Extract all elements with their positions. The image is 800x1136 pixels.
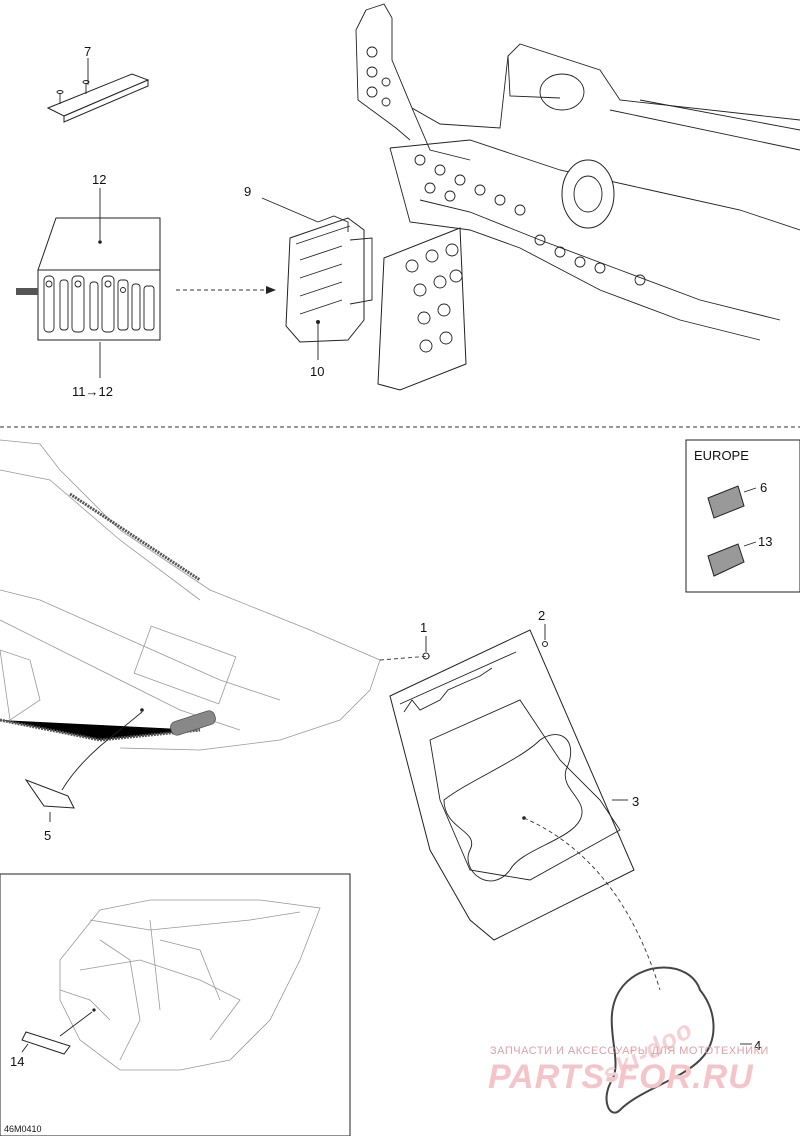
callout-13: 13 <box>758 534 772 549</box>
europe-inset: EUROPE 6 13 <box>685 439 800 593</box>
part-7-bracket <box>46 58 150 123</box>
callout-6: 6 <box>760 480 767 495</box>
part-2-screw <box>542 641 548 647</box>
part-14-strip <box>21 1031 71 1055</box>
callout-2: 2 <box>538 608 545 623</box>
callout-11-12: 11→12 <box>72 384 113 399</box>
drawing-code: 46M0410 <box>4 1124 42 1134</box>
chassis-frame-top <box>355 3 800 391</box>
part-6-decal <box>707 485 745 519</box>
watermark: ЗАПЧАСТИ И АКСЕССУАРЫ ДЛЯ МОТОТЕХНИКИ PA… <box>488 1045 769 1096</box>
callout-9: 9 <box>244 184 251 199</box>
part-13-decal <box>707 543 745 577</box>
callout-12: 12 <box>92 172 106 187</box>
europe-label: EUROPE <box>694 448 749 463</box>
tunnel-frame <box>0 439 381 751</box>
callout-4: 4 <box>754 1038 761 1053</box>
callout-7: 7 <box>84 44 91 59</box>
callout-10: 10 <box>310 364 324 379</box>
callout-5: 5 <box>44 828 51 843</box>
callout-1: 1 <box>420 620 427 635</box>
part-1-rivet <box>422 652 430 660</box>
inset-bottom-left <box>0 873 351 1136</box>
part-12-tool-kit <box>16 217 161 341</box>
callout-14: 14 <box>10 1054 24 1069</box>
watermark-subtitle: ЗАПЧАСТИ И АКСЕССУАРЫ ДЛЯ МОТОТЕХНИКИ <box>490 1045 769 1057</box>
part-3-snowflap <box>389 629 635 941</box>
callout-3: 3 <box>632 794 639 809</box>
part-5-clip <box>24 708 144 809</box>
watermark-title: PARTS-FOR.RU <box>488 1058 754 1096</box>
part-9-10-holder <box>285 215 373 343</box>
